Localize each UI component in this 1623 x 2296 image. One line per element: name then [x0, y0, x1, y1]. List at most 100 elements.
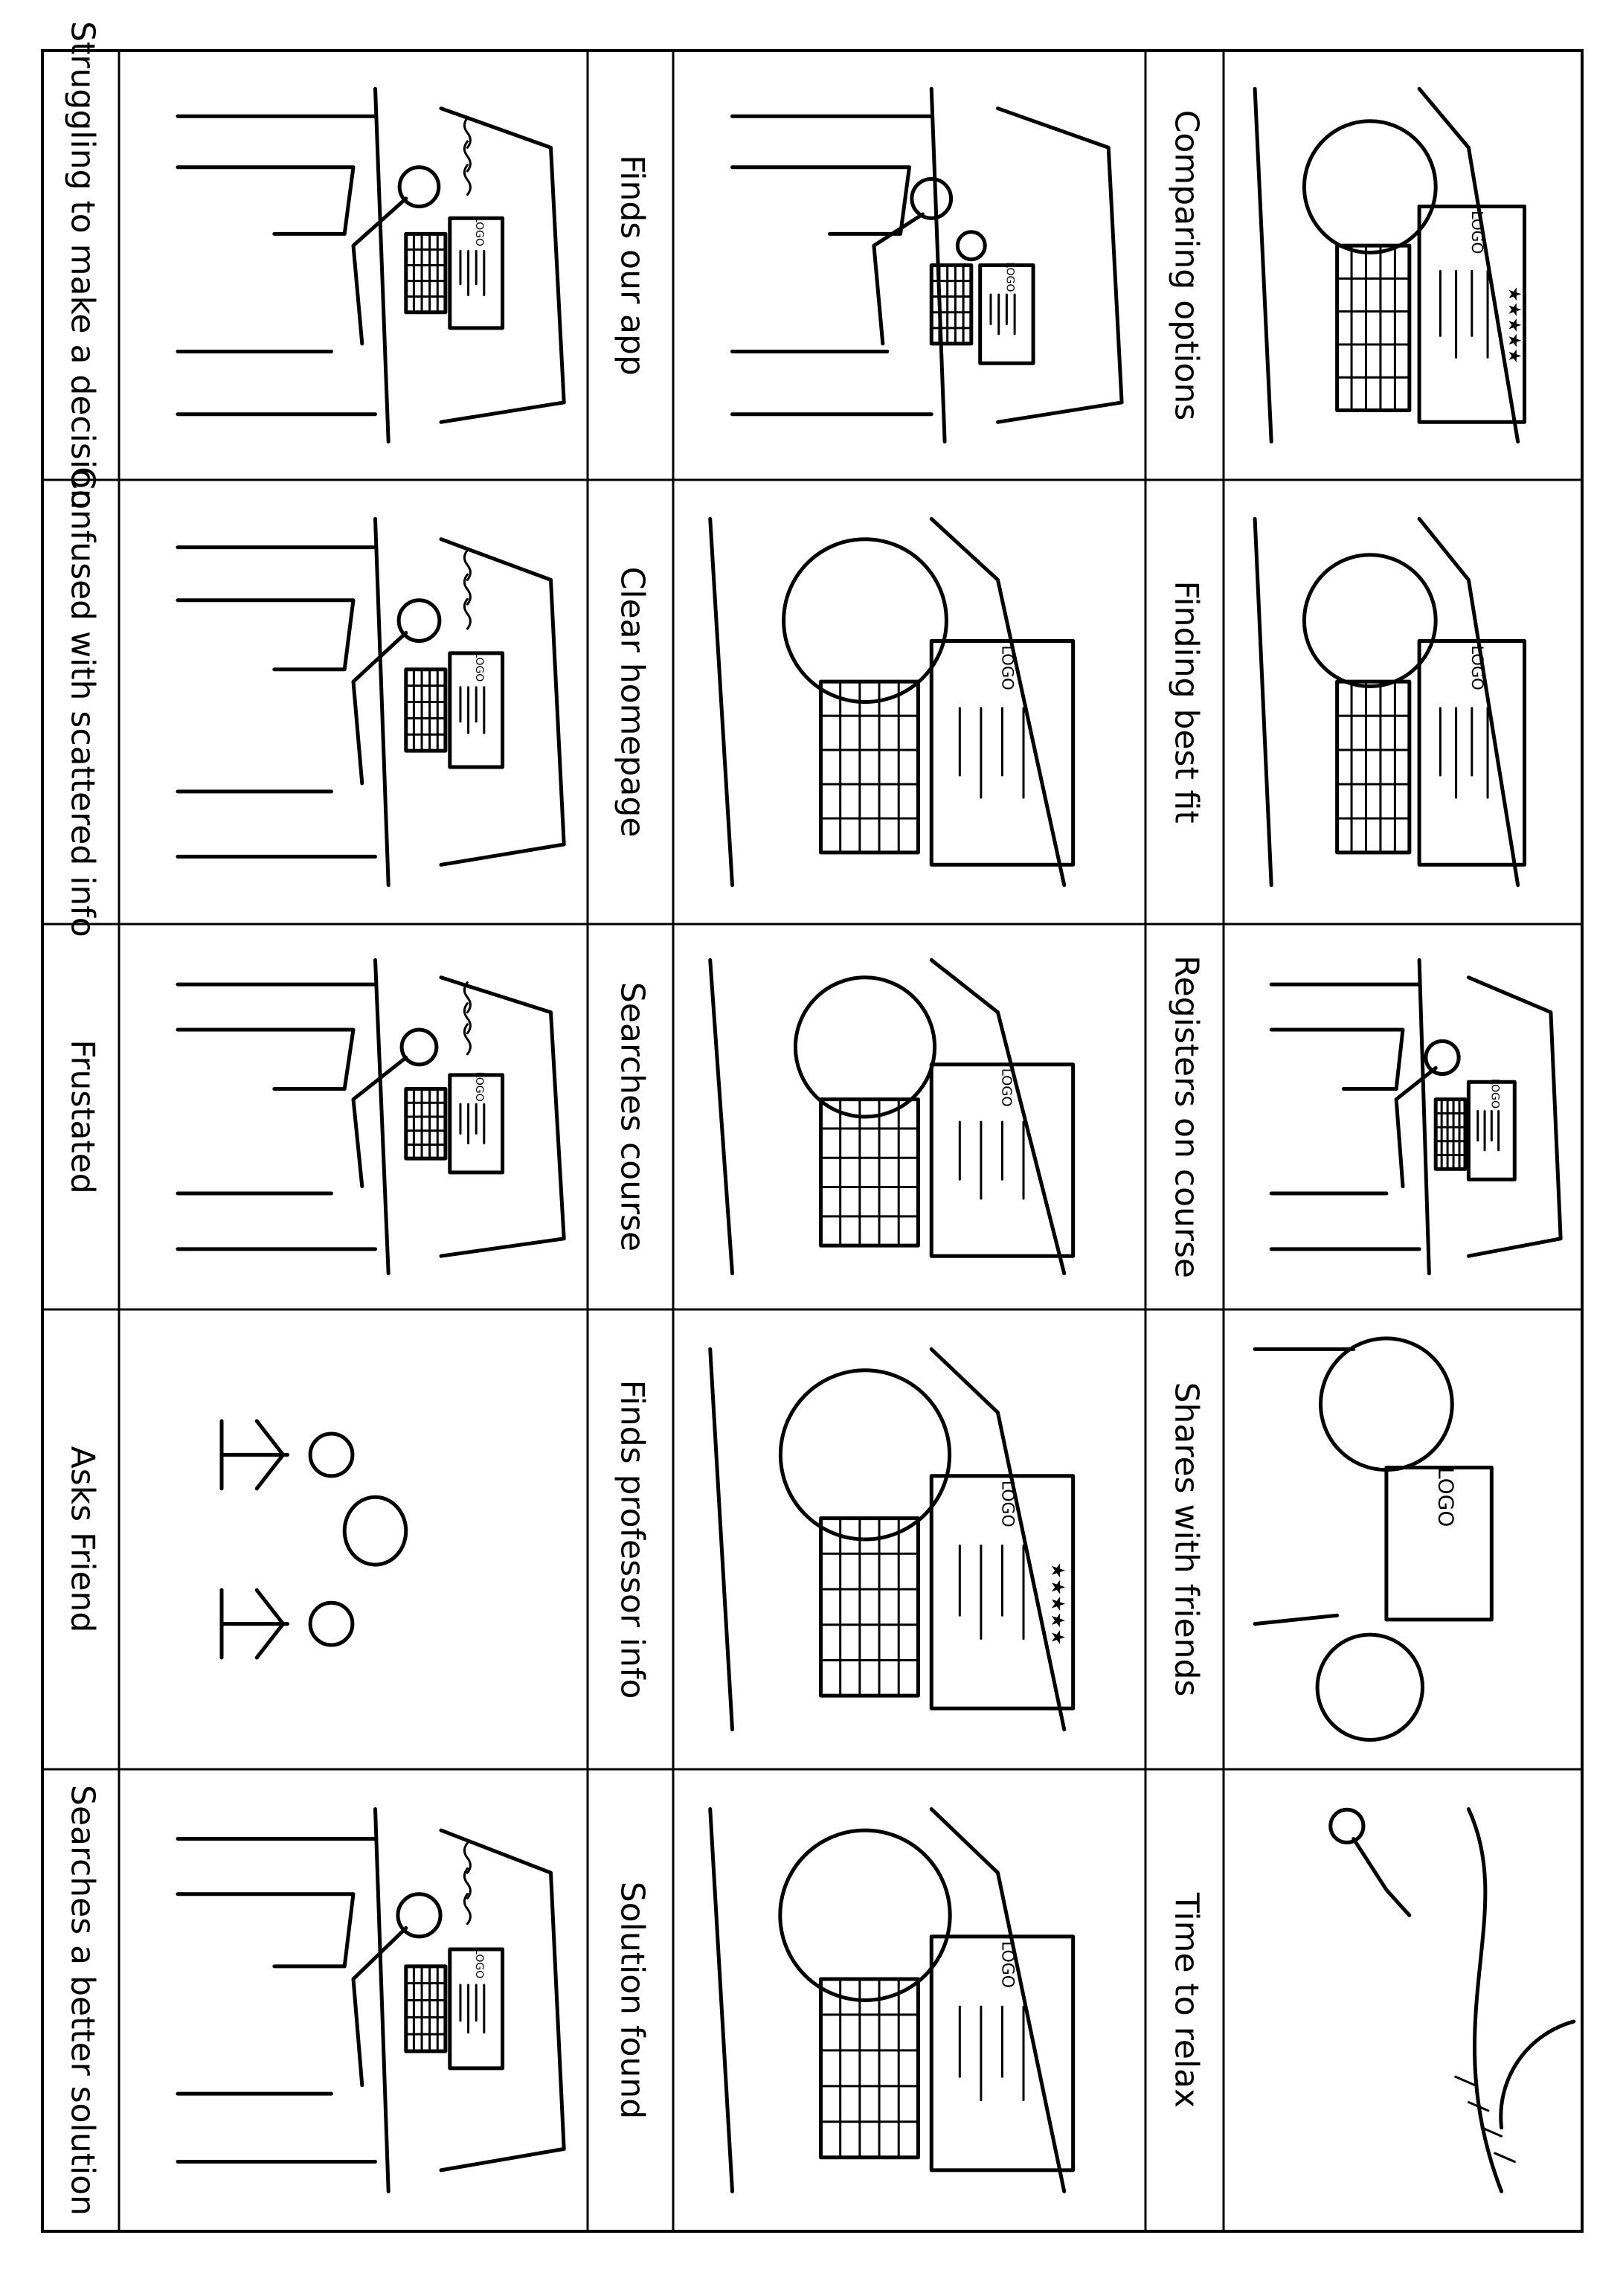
- panel-1-2: Confused with scattered infoLOGO: [64, 466, 565, 937]
- sketch-stroke: [931, 960, 1064, 1273]
- sketch-stroke: [1255, 1615, 1337, 1623]
- panel-3-2: Finding best fitLOGO: [1168, 519, 1525, 885]
- laptop-keyboard: [1337, 682, 1410, 853]
- panel-caption: Clear homepage: [614, 567, 652, 838]
- sketch-stroke: [376, 1809, 389, 2192]
- laptop-keyboard: [406, 1089, 446, 1159]
- scene-person-at-desk-laptop-stressed: LOGO: [178, 1809, 564, 2192]
- screen-logo: LOGO: [1003, 262, 1015, 292]
- friend-head-icon: [1317, 1635, 1422, 1739]
- screen-logo: LOGO: [1468, 645, 1487, 690]
- screen-logo: LOGO: [997, 1941, 1016, 1988]
- laptop-keyboard: [406, 234, 446, 312]
- panel-3-3: Registers on course LOGO: [1168, 955, 1561, 1278]
- sketch-stroke: [1501, 2021, 1574, 2128]
- person-head-icon: [1304, 555, 1436, 687]
- storyboard-panels: Struggling to make a decisionLOGOConfuse…: [64, 21, 1574, 2216]
- panel-2-5: Solution foundLOGO: [614, 1809, 1073, 2192]
- sketch-stroke: [1419, 519, 1518, 885]
- sketch-stroke: [178, 1894, 353, 1966]
- person-head-icon: [1331, 1809, 1363, 1842]
- scene-person-at-desk-laptop-stressed: LOGO: [178, 960, 564, 1273]
- lightbulb-icon: [957, 232, 985, 260]
- scene-closeup-laptop-website: LOGO: [710, 1809, 1073, 2192]
- person-head-icon: [912, 179, 951, 219]
- sketch-stroke: [178, 600, 353, 670]
- person-head-icon: [780, 1370, 949, 1539]
- sketch-stroke: [710, 1349, 733, 1729]
- person-head-icon: [1304, 121, 1436, 253]
- sketch-stroke: [1354, 1839, 1410, 1916]
- sketch-stroke: [353, 1928, 406, 2085]
- panel-caption: Finds our app: [614, 155, 652, 376]
- person-head-icon: [1426, 1041, 1459, 1074]
- sketch-stroke: [353, 1057, 406, 1186]
- screen-logo: LOGO: [473, 1071, 485, 1101]
- person-head-icon: [1321, 1338, 1453, 1470]
- screen-logo: LOGO: [473, 1949, 485, 1978]
- sketch-stroke: [1396, 1068, 1436, 1186]
- screen-logo: LOGO: [998, 645, 1017, 690]
- sketch-stroke: [931, 1349, 1064, 1729]
- sketch-stroke: [353, 199, 406, 344]
- panel-caption: Struggling to make a decision: [64, 21, 102, 510]
- panel-3-4: Shares with friends LOGO: [1168, 1338, 1492, 1740]
- phone-logo: LOGO: [1434, 1467, 1459, 1527]
- sketch-stroke: [931, 519, 1064, 885]
- sketch-stroke: [733, 167, 910, 234]
- panel-caption: Frustated: [64, 1039, 102, 1193]
- scene-person-relaxing-sun: [1331, 1809, 1574, 2192]
- scene-closeup-laptop-website: LOGO: [710, 519, 1073, 885]
- scene-person-at-desk-laptop: LOGO: [1271, 960, 1561, 1273]
- laptop-keyboard: [821, 1979, 919, 2158]
- panel-2-1: Finds our app LOGO: [614, 89, 1122, 441]
- sketch-stroke: [376, 89, 389, 441]
- scene-closeup-laptop-website: LOGO: [1255, 519, 1524, 885]
- scene-person-at-desk-idea: LOGO: [733, 89, 1122, 441]
- sketch-stroke: [178, 167, 353, 234]
- panel-1-1: Struggling to make a decision LOGO: [64, 21, 565, 510]
- sketch-stroke: [178, 1030, 353, 1089]
- panel-caption: Shares with friends: [1168, 1382, 1206, 1697]
- screen-logo: LOGO: [1488, 1079, 1500, 1109]
- scene-closeup-laptop-website: LOGO: [710, 960, 1073, 1273]
- scene-two-people-talking: [222, 1421, 406, 1658]
- panel-3-5: Time to relax: [1168, 1809, 1574, 2192]
- panel-caption: Finds professor info: [614, 1380, 652, 1699]
- panel-caption: Time to relax: [1168, 1892, 1206, 2108]
- screen-logo: LOGO: [1468, 211, 1486, 254]
- screen-logo: LOGO: [998, 1068, 1014, 1107]
- person-head-icon: [402, 1030, 437, 1065]
- screen-ratings: ★★★★★: [1047, 1562, 1069, 1646]
- friend-head-icon: [310, 1603, 353, 1645]
- scene-two-people-sharing-phone: LOGO: [1255, 1338, 1491, 1740]
- screen-logo: LOGO: [473, 652, 485, 682]
- scene-closeup-laptop-ratings: LOGO ★★★★★: [710, 1349, 1073, 1729]
- person-head-icon: [795, 978, 934, 1117]
- sketch-stroke: [1456, 2077, 1476, 2085]
- panel-caption: Registers on course: [1168, 955, 1206, 1278]
- panel-1-4: Asks Friend: [64, 1421, 406, 1658]
- person-head-icon: [784, 539, 947, 702]
- laptop-keyboard: [406, 670, 446, 751]
- scene-closeup-laptop-ratings: LOGO ★★★★★: [1255, 89, 1524, 441]
- scene-person-at-desk-laptop-stressed: LOGO: [178, 89, 564, 441]
- sketch-stroke: [376, 519, 389, 885]
- panel-3-1: Comparing optionsLOGO★★★★★: [1168, 89, 1525, 441]
- panel-caption: Searches a better solution: [64, 1785, 102, 2216]
- panel-2-4: Finds professor info LOGO ★★★★★: [614, 1349, 1073, 1729]
- laptop-keyboard: [821, 1100, 919, 1246]
- laptop-keyboard: [1337, 246, 1410, 410]
- laptop-keyboard: [821, 1519, 919, 1696]
- sketch-stroke: [222, 1421, 288, 1489]
- screen-ratings: ★★★★★: [1504, 286, 1524, 364]
- sketch-stroke: [1419, 960, 1429, 1273]
- sketch-stroke: [376, 960, 389, 1273]
- laptop-keyboard: [406, 1966, 446, 2051]
- panel-caption: Asks Friend: [64, 1446, 102, 1633]
- sketch-stroke: [1255, 89, 1271, 441]
- sketch-stroke: [1495, 2153, 1515, 2161]
- person-head-icon: [310, 1434, 353, 1476]
- laptop-keyboard: [821, 682, 919, 853]
- screen-logo: LOGO: [997, 1481, 1016, 1527]
